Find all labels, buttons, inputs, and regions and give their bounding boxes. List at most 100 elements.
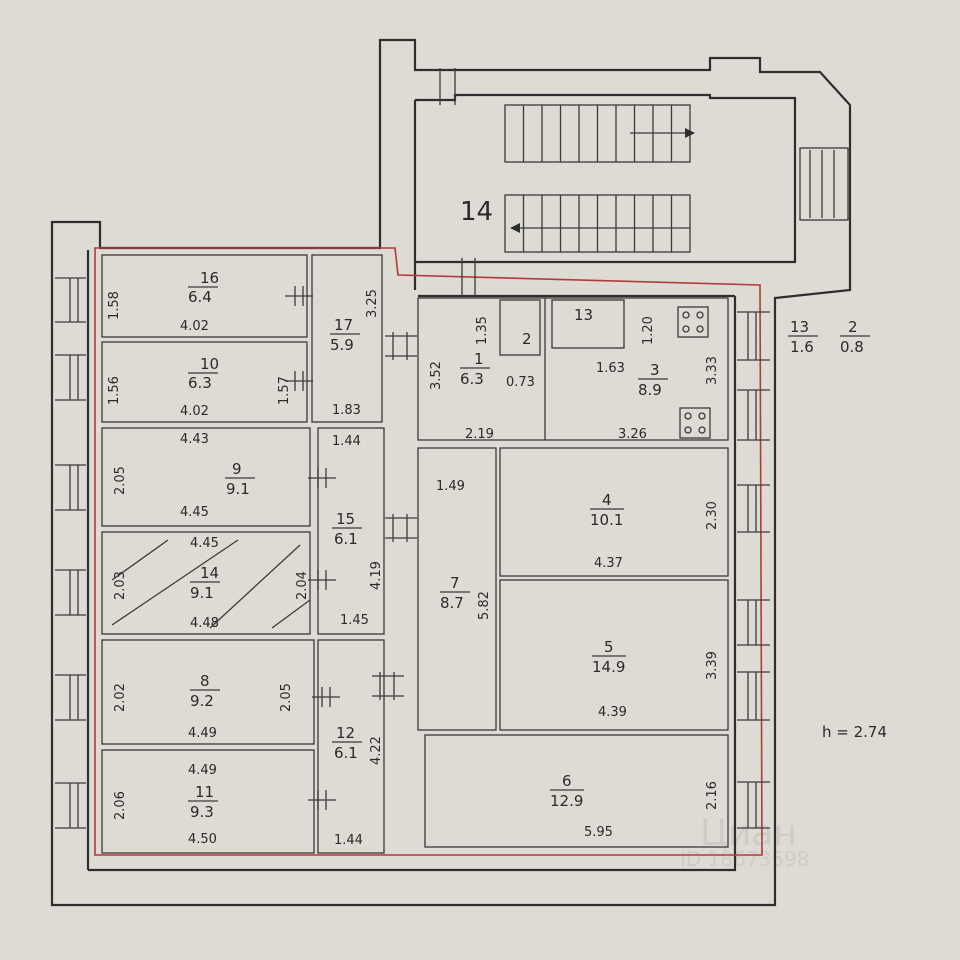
dim-label: 4.49 (188, 726, 217, 741)
boundary-line (94, 247, 763, 856)
room-number: 9 (232, 460, 242, 478)
dim-label: 4.22 (369, 736, 384, 765)
room-number: 7 (450, 574, 460, 592)
room-area: 9.3 (190, 803, 214, 821)
room-number: 2 (522, 330, 532, 348)
room-number: 10 (200, 355, 219, 373)
dim-label: 3.52 (429, 361, 444, 390)
room-10-label: 106.3 (188, 355, 219, 392)
room-2-label: 2 (522, 330, 532, 348)
room-5-label: 514.9 (592, 638, 626, 676)
room-13-label: 13 (574, 306, 593, 324)
room-number: 6 (562, 772, 572, 790)
dim-label: 2.16 (705, 781, 720, 810)
room-area: 6.3 (460, 370, 484, 388)
dim-label: 4.02 (180, 404, 209, 419)
room-4-label: 410.1 (590, 491, 624, 529)
dim-label: 2.30 (705, 501, 720, 530)
room-3-label: 38.9 (638, 361, 668, 399)
dim-label: 3.25 (365, 289, 380, 318)
legend-room-13-area: 1.6 (790, 338, 814, 356)
room-6-label: 612.9 (550, 772, 584, 810)
room-number: 11 (195, 783, 214, 801)
dim-label: 4.43 (180, 432, 209, 447)
room-16-label: 166.4 (188, 269, 219, 306)
legend-room-2-number: 2 (848, 318, 858, 336)
room-area: 6.1 (334, 744, 358, 762)
dim-label: 3.39 (705, 651, 720, 680)
dim-label: 1.49 (436, 479, 465, 494)
watermark: Циан ID 18673598 (680, 813, 809, 871)
dim-label: 1.45 (340, 613, 369, 628)
dim-label: 4.45 (190, 536, 219, 551)
dim-label: 1.63 (596, 361, 625, 376)
room-area: 9.1 (190, 584, 214, 602)
room-number: 4 (602, 491, 612, 509)
dim-label: 4.37 (594, 556, 623, 571)
room-area: 8.7 (440, 594, 464, 612)
room-area: 5.9 (330, 336, 354, 354)
room-area: 6.4 (188, 288, 212, 306)
dim-label: 4.49 (188, 763, 217, 778)
legend-room-13-number: 13 (790, 318, 809, 336)
watermark-id: ID 18673598 (680, 847, 809, 871)
room-number: 16 (200, 269, 219, 287)
room-17-label: 175.9 (330, 316, 360, 354)
room-labels: 166.4 106.3 99.1 149.1 89.2 119.3 175.9 … (188, 269, 668, 821)
dim-label: 2.19 (465, 427, 494, 442)
dim-label: 4.50 (188, 832, 217, 847)
room-number: 8 (200, 672, 210, 690)
dim-label: 2.05 (113, 466, 128, 495)
dim-label: 0.73 (506, 375, 535, 390)
dim-label: 1.35 (475, 316, 490, 345)
room-area: 12.9 (550, 792, 583, 810)
ceiling-height-note: h = 2.74 (822, 723, 887, 741)
dim-label: 1.56 (107, 376, 122, 405)
room-11-label: 119.3 (188, 783, 218, 821)
room-15-label: 156.1 (332, 510, 362, 548)
room-number: 14 (200, 564, 219, 582)
dim-label: 5.95 (584, 825, 613, 840)
dim-label: 1.44 (332, 434, 361, 449)
dim-label: 1.83 (332, 403, 361, 418)
room-number: 1 (474, 350, 484, 368)
room-12-label: 126.1 (332, 724, 362, 762)
dim-label: 2.06 (113, 791, 128, 820)
room-number: 12 (336, 724, 355, 742)
dim-label: 4.48 (190, 616, 219, 631)
dim-label: 2.05 (279, 683, 294, 712)
outer-walls (50, 38, 852, 907)
dim-label: 4.39 (598, 705, 627, 720)
room-9-label: 99.1 (225, 460, 255, 498)
dim-label: 1.57 (277, 376, 292, 405)
room-14-label: 149.1 (190, 564, 220, 602)
legend: 13 1.6 2 0.8 (788, 318, 870, 356)
dim-label: 3.26 (618, 427, 647, 442)
room-area: 6.3 (188, 374, 212, 392)
dim-label: 2.04 (295, 571, 310, 600)
room-number: 13 (574, 306, 593, 324)
dim-label: 4.45 (180, 505, 209, 520)
dim-label: 4.02 (180, 319, 209, 334)
room-area: 8.9 (638, 381, 662, 399)
dim-label: 1.44 (334, 833, 363, 848)
room-1-label: 16.3 (460, 350, 490, 388)
room-area: 6.1 (334, 530, 358, 548)
room-area: 9.2 (190, 692, 214, 710)
dimension-labels: 1.58 4.02 1.56 4.02 1.57 4.43 2.05 4.45 … (107, 289, 720, 848)
dim-label: 4.19 (369, 561, 384, 590)
dim-label: 5.82 (477, 591, 492, 620)
dim-label: 1.58 (107, 291, 122, 320)
room-area: 9.1 (226, 480, 250, 498)
room-area: 14.9 (592, 658, 625, 676)
interior-walls (55, 254, 770, 854)
dim-label: 3.33 (705, 356, 720, 385)
room-number: 15 (336, 510, 355, 528)
room-8-label: 89.2 (190, 672, 220, 710)
room-number: 5 (604, 638, 614, 656)
stairwell: 14 (439, 68, 849, 296)
stairwell-number: 14 (460, 197, 493, 227)
dim-label: 1.20 (641, 316, 656, 345)
dim-label: 2.03 (113, 571, 128, 600)
